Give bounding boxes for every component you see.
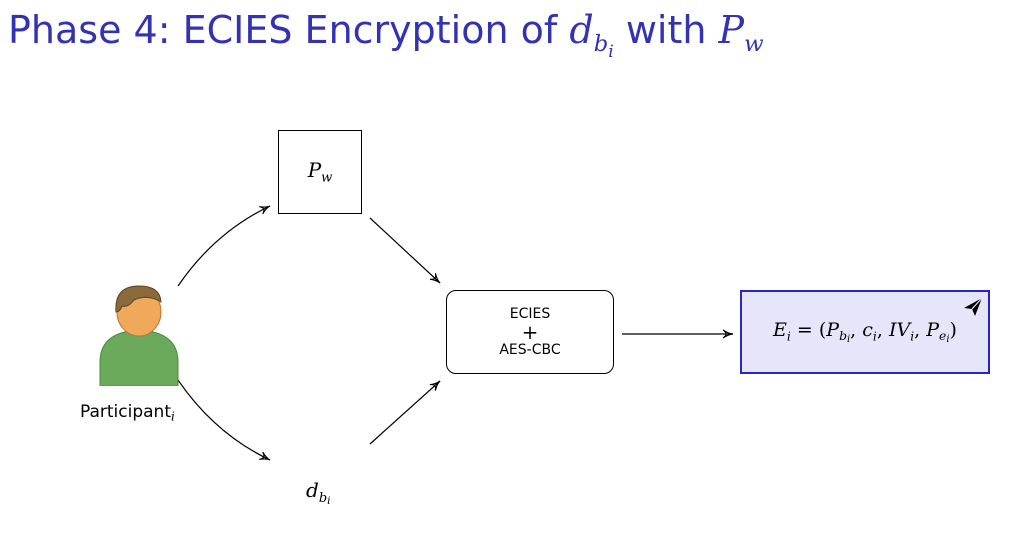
dbi-node: dbi	[306, 478, 330, 507]
paper-plane-icon	[964, 297, 983, 316]
dbi-symbol: dbi	[306, 478, 331, 507]
participant-label: Participanti	[80, 402, 175, 424]
title-var-p: Pw	[718, 8, 764, 57]
slide-title: Phase 4: ECIES Encryption of dbi with Pw	[8, 2, 764, 62]
title-text: Phase 4: ECIES Encryption of	[8, 8, 570, 52]
encryption-line-ecies: ECIES	[509, 306, 551, 322]
result-formula: Ei = (Pbi, ci, IVi, Pei)	[773, 318, 957, 346]
arrow-participant-to-dbi	[177, 379, 271, 461]
title-var-d: dbi	[569, 8, 614, 62]
pw-box: Pw	[278, 130, 362, 214]
pw-symbol: Pw	[307, 158, 333, 186]
result-box: Ei = (Pbi, ci, IVi, Pei)	[740, 290, 990, 374]
arrow-pw-to-encryption	[369, 217, 441, 284]
arrow-dbi-to-encryption	[369, 380, 441, 445]
arrow-participant-to-pw	[177, 205, 271, 287]
encryption-box: ECIES + AES-CBC	[446, 290, 614, 374]
person-icon	[99, 285, 179, 386]
encryption-line-plus: +	[521, 320, 539, 344]
encryption-line-aes-cbc: AES-CBC	[499, 342, 561, 358]
title-with: with	[613, 8, 719, 52]
